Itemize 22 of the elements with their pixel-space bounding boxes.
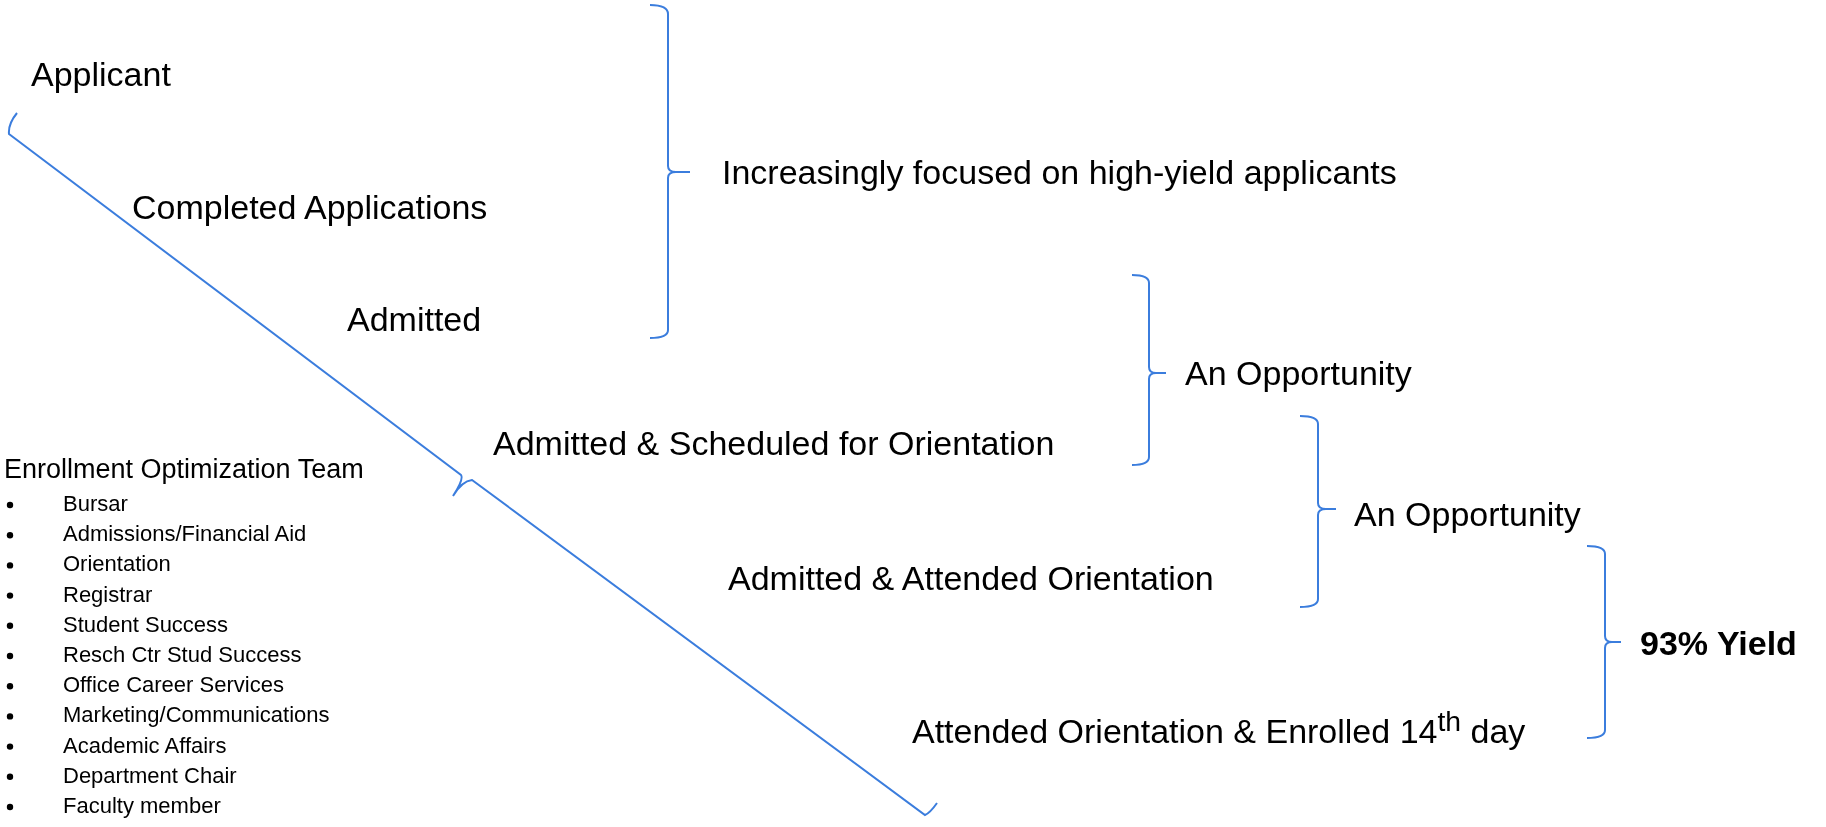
list-item: Academic Affairs <box>63 732 227 759</box>
list-item: Student Success <box>63 612 229 638</box>
annotation-text: 93% Yield <box>1640 624 1797 664</box>
stage-label: Admitted & Scheduled for Orientation <box>493 424 1055 464</box>
stage-label: Attended Orientation & Enrolled 14$^{th}$ day <box>912 704 1526 752</box>
annotation-text: An Opportunity <box>1185 354 1412 394</box>
annotation-text: Increasingly focused on high-yield applicants <box>722 153 1397 193</box>
list-item: Resch Ctr Stud Success <box>63 642 302 668</box>
stage-label: Admitted <box>347 300 482 340</box>
annotation-text: An Opportunity <box>1354 495 1581 535</box>
stage-label: Completed Applications <box>132 188 488 228</box>
list-item: Faculty member <box>63 793 221 819</box>
list-item: Registrar <box>63 581 153 608</box>
list-item: Bursar <box>63 491 128 517</box>
list-item: Office Career Services <box>63 672 284 698</box>
list-heading: Enrollment Optimization Team <box>4 454 364 486</box>
list-item: Department Chair <box>63 763 237 789</box>
list-item: Admissions/Financial Aid <box>63 521 307 547</box>
list-item: Orientation <box>63 551 171 578</box>
stage-label: Applicant <box>31 55 171 95</box>
stage-label: Admitted & Attended Orientation <box>728 559 1214 599</box>
list-item: Marketing/Communications <box>63 702 330 729</box>
